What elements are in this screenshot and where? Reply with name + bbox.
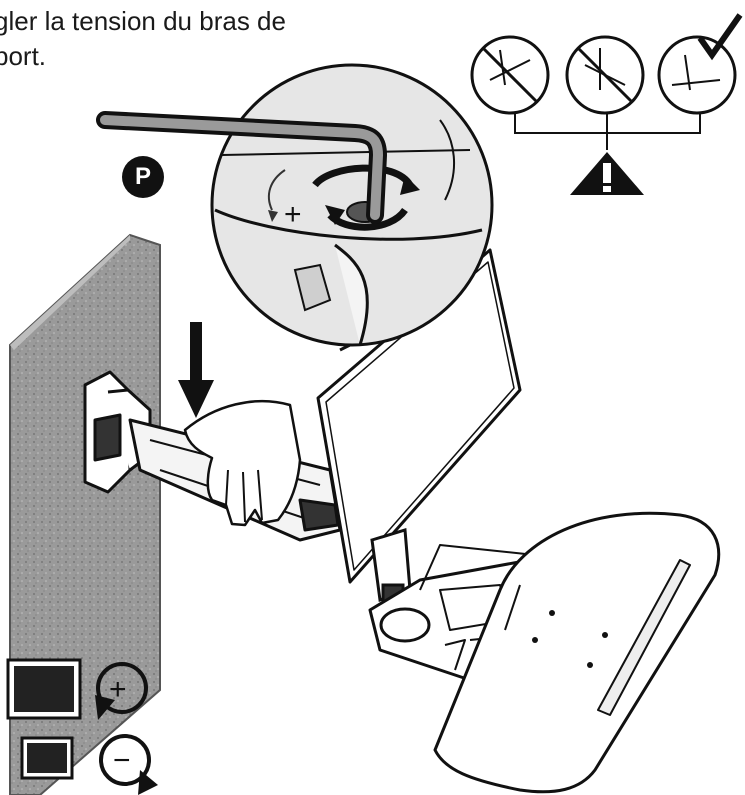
- approved-position: [657, 35, 737, 115]
- monitor-large-icon: [6, 658, 82, 720]
- keyboard-tray: [433, 511, 721, 794]
- increase-symbol: +: [109, 673, 127, 706]
- wall-panel: [9, 233, 161, 795]
- rotate-counterclockwise-icon: −: [99, 734, 158, 795]
- prohibited-icon: [565, 35, 645, 115]
- hand: [183, 399, 302, 527]
- warning-icon: [570, 152, 644, 195]
- arm-position-comparison: [470, 13, 743, 150]
- rotate-clockwise-icon: +: [95, 662, 148, 720]
- rotate-clockwise-icon: [312, 164, 420, 231]
- part-badge: P: [122, 156, 164, 198]
- press-down-arrow: [178, 322, 214, 418]
- decrease-symbol: −: [113, 744, 131, 777]
- prohibited-icon: [470, 35, 550, 115]
- detail-magnifier: +: [210, 63, 494, 347]
- monitor-small-icon: [20, 736, 74, 780]
- detail-plus-label: +: [284, 198, 302, 231]
- check-icon: [697, 13, 743, 61]
- instruction-text: gler la tension du bras de port.: [0, 6, 286, 71]
- adjust-legend: + −: [6, 658, 158, 795]
- hex-key-icon: [96, 111, 388, 224]
